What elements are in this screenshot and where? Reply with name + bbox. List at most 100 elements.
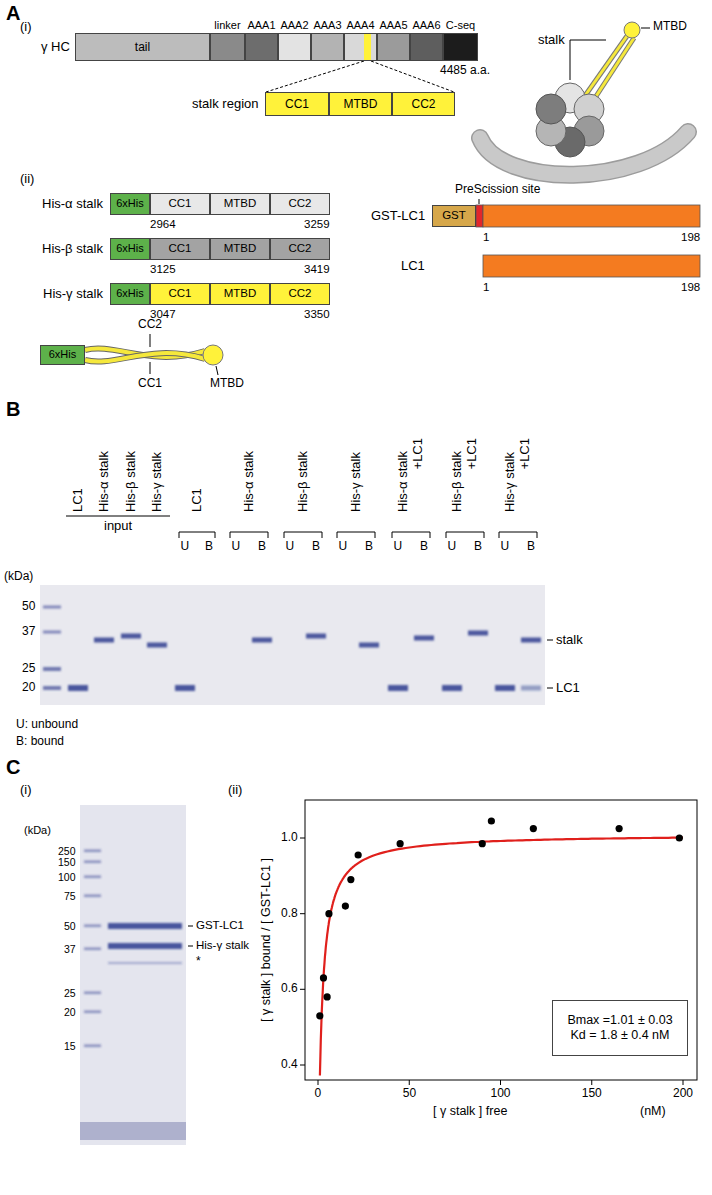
figure-shape: [230, 532, 268, 538]
segment-box: AAA1: [245, 33, 278, 61]
node-text: MTBD: [344, 97, 378, 111]
node-text: MTBD: [224, 287, 257, 301]
figure-shape: [43, 667, 61, 671]
rotated-label: His-γ stalk: [150, 452, 165, 512]
segment-box: MTBD: [210, 193, 270, 215]
segment-box: Bmax =1.01 ± 0.03Kd = 1.8 ± 0.4 nM: [552, 1000, 688, 1056]
figure-shape: [446, 532, 484, 538]
figure-shape: [216, 366, 218, 375]
node-text: AAA2: [280, 19, 308, 32]
figure-label: B: [258, 540, 266, 554]
figure-shape: [121, 634, 141, 639]
lc1-constructs: [476, 199, 700, 277]
figure-shape: [483, 255, 700, 277]
figure-label: 0.4: [281, 1058, 298, 1072]
figure-shape: [80, 805, 186, 1145]
data-points: [316, 817, 683, 1019]
segment-box: CC1: [150, 283, 210, 305]
gel-c: [80, 805, 193, 1145]
figure-shape: [300, 989, 305, 990]
segment-box: CC2: [270, 283, 330, 305]
figure-shape: [40, 585, 545, 705]
figure-label: 37: [22, 625, 35, 639]
rotated-label: His-γ stalk: [349, 452, 364, 512]
figure-shape: [252, 638, 272, 643]
figure-shape: [300, 1065, 305, 1066]
figure-label: 198: [681, 281, 700, 294]
figure-label: 0.6: [281, 982, 298, 996]
segment-box: 6xHis: [110, 283, 150, 305]
figure-label: U: unbound: [16, 718, 78, 732]
node-text: tail: [135, 40, 150, 54]
figure-shape: [442, 685, 462, 691]
figure-shape: [43, 606, 61, 609]
segment-box: C-seq: [443, 33, 478, 61]
figure-shape: [147, 643, 167, 648]
figure-label: GST-LC1: [196, 919, 244, 932]
figure-label: U: [232, 540, 241, 554]
figure-label: 2964: [150, 218, 176, 231]
figure-label: 1: [483, 231, 489, 244]
figure-label: His-γ stalk: [43, 287, 103, 302]
figure-label: 37: [64, 944, 76, 955]
node-text: AAA1: [247, 19, 275, 32]
figure-label: B: [420, 540, 428, 554]
figure-label: 3259: [304, 218, 330, 231]
figure-shape: [624, 22, 640, 38]
figure-shape: [547, 688, 553, 689]
segment-box: MTBD: [329, 92, 392, 116]
figure-label: 50: [403, 1087, 416, 1101]
figure-shape: [150, 334, 151, 347]
data-point: [530, 825, 537, 832]
figure-label: 3125: [150, 263, 176, 276]
segment-box: AAA6: [410, 33, 443, 61]
figure-shape: [84, 1045, 101, 1048]
data-point: [320, 974, 327, 981]
segment-box: CC1: [150, 238, 210, 260]
data-point: [342, 902, 349, 909]
figure-shape: [84, 948, 101, 951]
figure-label: 150: [58, 857, 76, 868]
figure-label: 250: [58, 846, 76, 857]
node-text: CC1: [168, 242, 191, 256]
figure-label: 75: [64, 891, 76, 902]
node-text: C-seq: [446, 19, 475, 32]
data-point: [479, 840, 486, 847]
binding-plot: [300, 800, 697, 1085]
data-point: [316, 1012, 323, 1019]
figure-shape: [392, 532, 430, 538]
figure-label: 0: [315, 1087, 322, 1101]
stalk-cartoon: [85, 334, 223, 375]
figure-label: 20: [64, 1007, 76, 1018]
figure-label: MTBD: [653, 20, 687, 34]
data-point: [397, 840, 404, 847]
figure-label: U: [394, 540, 403, 554]
figure-label: 100: [58, 872, 76, 883]
segment-box: MTBD: [210, 238, 270, 260]
figure-shape: [84, 1011, 101, 1014]
figure-label: 150: [582, 1087, 602, 1101]
segment-box: AAA2: [278, 33, 311, 61]
node-text: CC1: [168, 287, 191, 301]
figure-label: 100: [491, 1087, 511, 1101]
figure-shape: [570, 40, 606, 80]
figure-shape: [499, 532, 537, 538]
data-point: [488, 817, 495, 824]
segment-box: CC2: [270, 193, 330, 215]
figure-shape: [305, 800, 697, 1080]
figure-shape: [337, 532, 375, 538]
figure-shape: [43, 606, 541, 692]
rotated-label: LC1: [71, 488, 86, 512]
rotated-label: His-β stalk: [296, 451, 311, 512]
figure-shape: [85, 353, 205, 361]
figure-shape: [591, 1080, 592, 1085]
rotated-label: His-α stalk: [97, 451, 112, 512]
stalk-zoom-lines: [266, 61, 454, 92]
figure-label: 198: [681, 231, 700, 244]
figure-shape: [641, 28, 650, 29]
figure-label: U: [448, 540, 457, 554]
node-text: 6xHis: [116, 287, 144, 300]
figure-label: 20: [22, 681, 35, 695]
figure-label: 50: [64, 921, 76, 932]
